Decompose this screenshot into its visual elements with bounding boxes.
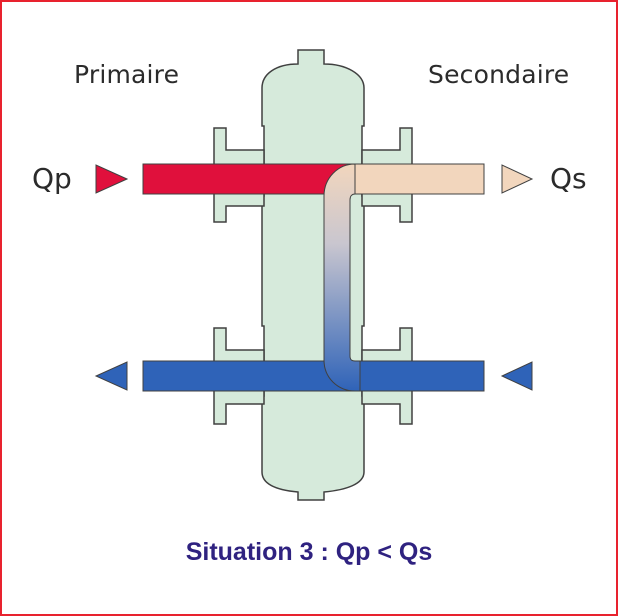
secondary-supply-pipe — [347, 163, 485, 195]
primary-label: Primaire — [74, 60, 180, 89]
qs-outlet-arrow — [501, 164, 534, 194]
qp-inlet-arrow — [95, 164, 129, 194]
secondary-label: Secondaire — [428, 60, 570, 89]
secondary-return-arrow — [500, 361, 533, 391]
mixing-flow-pipe — [323, 163, 361, 392]
diagram-caption: Situation 3 : Qp < Qs — [185, 538, 433, 566]
primary-supply-pipe — [142, 163, 356, 195]
primary-return-arrow — [94, 361, 128, 391]
qp-label: Qp — [32, 162, 72, 195]
qs-label: Qs — [550, 162, 587, 195]
return-pipe — [142, 360, 485, 392]
